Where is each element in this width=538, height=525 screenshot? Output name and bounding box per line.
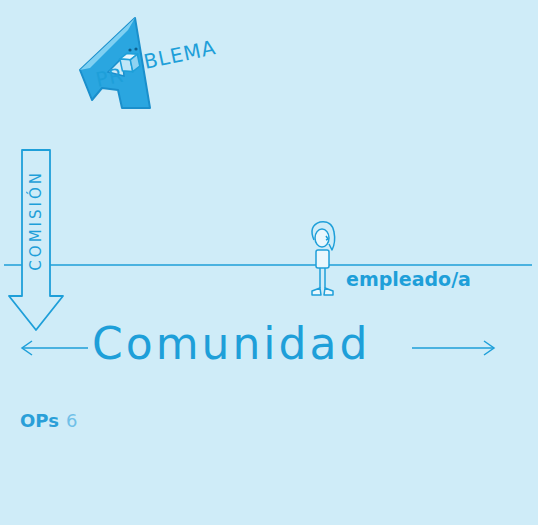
ops-number: 6 — [66, 412, 77, 430]
arrow-text-area: COMISIÓN — [8, 148, 64, 293]
arrow-outline — [9, 150, 63, 330]
problem-word-start: PR — [94, 65, 126, 90]
a-letter — [80, 18, 150, 108]
arrow-label: COMISIÓN — [29, 170, 44, 271]
problem-word-end: BLEMA — [142, 37, 218, 72]
employee-label: empleado/a — [346, 270, 471, 289]
down-arrow-shape: COMISIÓN — [8, 148, 64, 332]
community-label: Comunidad — [92, 322, 370, 366]
ground-line — [4, 264, 532, 266]
employee-figure — [312, 222, 335, 295]
ops-label: OPs — [20, 412, 59, 430]
